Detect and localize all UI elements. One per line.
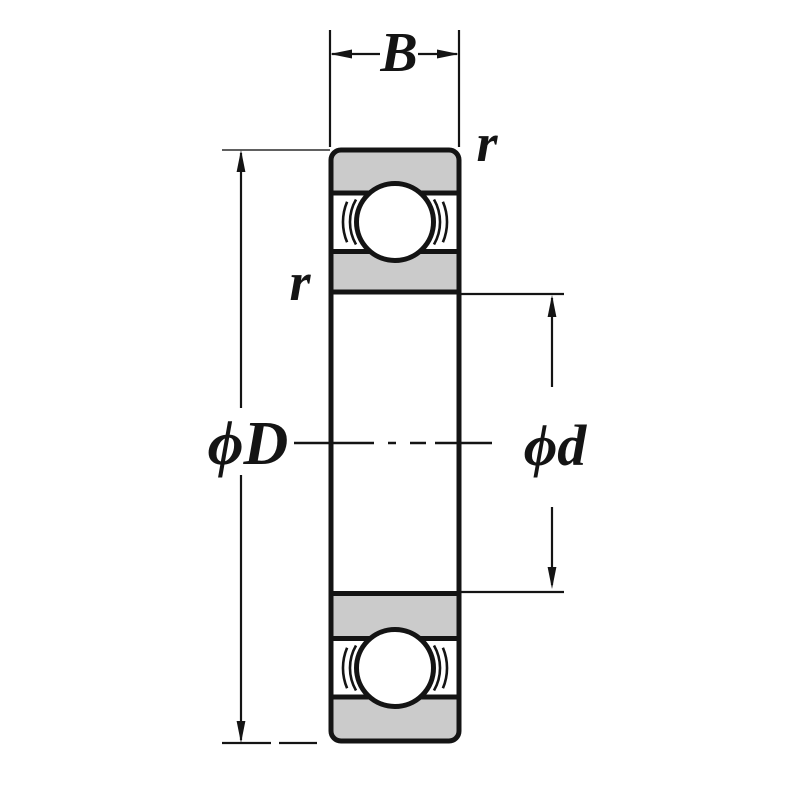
outer-ring-bottom-section bbox=[331, 695, 459, 741]
b-arrowhead-right bbox=[437, 49, 459, 59]
outer-ring-top-section bbox=[331, 150, 459, 195]
d-bore-arrowhead-down bbox=[547, 567, 557, 589]
cage-arc-top-left-outer bbox=[341, 201, 349, 243]
width-dimension-label: B bbox=[379, 22, 417, 84]
d-outer-arrowhead-up bbox=[236, 150, 246, 172]
ball-top bbox=[354, 181, 436, 263]
cage-arc-bottom-left-inner bbox=[348, 644, 358, 692]
d-outer-arrowhead-down bbox=[236, 721, 246, 743]
cage-arc-top-right-inner bbox=[432, 198, 442, 246]
corner-radius-label-top-right: r bbox=[476, 113, 498, 173]
ball-bottom bbox=[354, 627, 436, 709]
cage-arc-top-right-outer bbox=[441, 201, 449, 243]
d-bore-arrowhead-up bbox=[547, 295, 557, 317]
cage-arc-top-left-inner bbox=[348, 198, 358, 246]
b-arrowhead-left bbox=[330, 49, 352, 59]
bore-diameter-label: ϕd bbox=[524, 413, 588, 478]
cage-arc-bottom-right-inner bbox=[432, 644, 442, 692]
cage-arc-bottom-left-outer bbox=[341, 647, 349, 689]
outer-diameter-label: ϕD bbox=[208, 410, 289, 478]
cage-arc-bottom-right-outer bbox=[441, 647, 449, 689]
bearing-outline bbox=[328, 147, 462, 744]
corner-radius-label-left: r bbox=[289, 252, 311, 312]
